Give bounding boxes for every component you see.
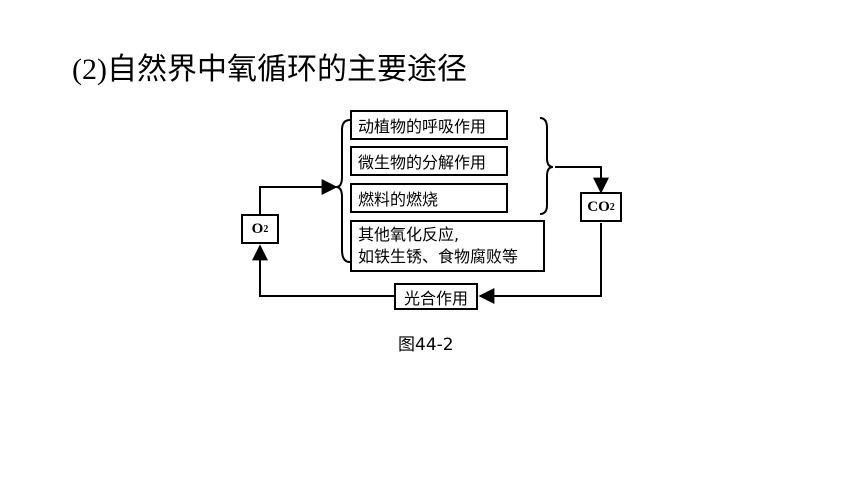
arrow-to-co2: [555, 166, 609, 194]
process-box-other-oxidation: 其他氧化反应, 如铁生锈、食物腐败等: [350, 220, 545, 272]
page-title: (2)自然界中氧循环的主要途径: [72, 50, 467, 90]
arrow-o2-to-processes: [259, 179, 338, 214]
process-label-line2: 如铁生锈、食物腐败等: [358, 247, 519, 266]
photosynthesis-box: 光合作用: [394, 283, 478, 310]
o2-subscript: 2: [263, 223, 269, 235]
o2-label: O: [251, 220, 264, 237]
photosynthesis-label: 光合作用: [403, 288, 468, 308]
process-label: 微生物的分解作用: [358, 153, 487, 172]
figure-caption: 图44-2: [398, 335, 454, 355]
process-box-decomposition: 微生物的分解作用: [350, 146, 508, 176]
title-text: 自然界中氧循环的主要途径: [106, 52, 467, 87]
process-label: 动植物的呼吸作用: [358, 117, 487, 136]
arrow-photosynthesis-to-o2: [252, 244, 394, 297]
arrow-co2-to-photosynthesis: [478, 223, 602, 304]
process-box-respiration: 动植物的呼吸作用: [350, 110, 508, 140]
process-box-combustion: 燃料的燃烧: [350, 183, 508, 213]
process-label-line1: 其他氧化反应,: [358, 225, 460, 244]
title-number: (2): [72, 53, 107, 86]
process-label: 燃料的燃烧: [358, 190, 439, 209]
right-brace: [539, 117, 554, 215]
co2-subscript: 2: [609, 201, 615, 213]
left-brace: [335, 119, 351, 263]
co2-label: CO: [587, 198, 610, 215]
